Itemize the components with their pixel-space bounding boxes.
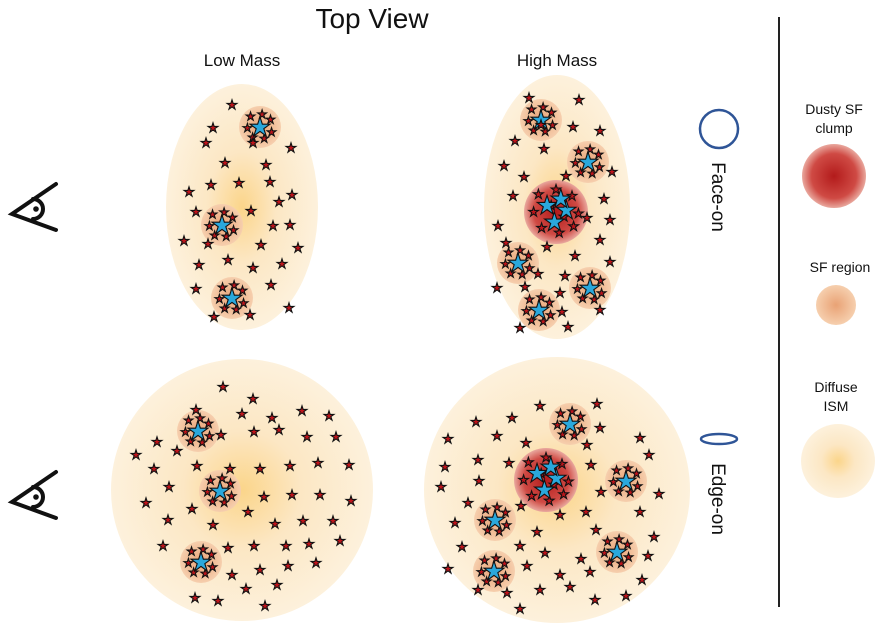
edge-on-label: Edge-on — [707, 463, 728, 535]
legend-diffuse-label-line1: Diffuse — [814, 379, 858, 395]
sf-region — [473, 550, 515, 592]
legend-diffuse-label-line2: ISM — [824, 398, 849, 414]
galaxy-low-mass-edge-on — [111, 359, 373, 621]
legend-dusty-label-line1: Dusty SF — [805, 101, 863, 117]
legend-diffuse-ism-swatch — [801, 424, 875, 498]
column-label-low-mass: Low Mass — [204, 51, 281, 70]
sf-region — [201, 204, 243, 246]
face-on-ellipse-icon — [698, 108, 740, 150]
legend-dusty-label-line2: clump — [815, 120, 853, 136]
sf-region — [180, 541, 222, 583]
edge-on-ellipse-icon — [699, 432, 739, 446]
sf-region — [569, 267, 611, 309]
dusty-sf-clump — [524, 180, 588, 244]
sf-region — [596, 531, 638, 573]
legend-sf-region-label: SF region — [810, 259, 871, 275]
sf-region — [549, 403, 591, 445]
column-label-high-mass: High Mass — [517, 51, 597, 70]
eye-icon — [7, 470, 58, 520]
sf-region — [211, 277, 253, 319]
sf-region — [497, 242, 539, 284]
sf-region — [605, 460, 647, 502]
eye-icon — [7, 182, 58, 232]
sf-region — [239, 106, 281, 148]
face-on-label: Face-on — [707, 162, 728, 232]
legend-dusty-clump-swatch — [802, 144, 866, 208]
legend-sf-region-swatch — [816, 285, 856, 325]
sf-region — [177, 410, 219, 452]
sf-region — [474, 499, 516, 541]
sf-region — [199, 470, 241, 512]
page-title: Top View — [315, 3, 429, 34]
sf-region — [567, 141, 609, 183]
sf-region — [518, 289, 560, 331]
dusty-sf-clump — [514, 448, 578, 512]
